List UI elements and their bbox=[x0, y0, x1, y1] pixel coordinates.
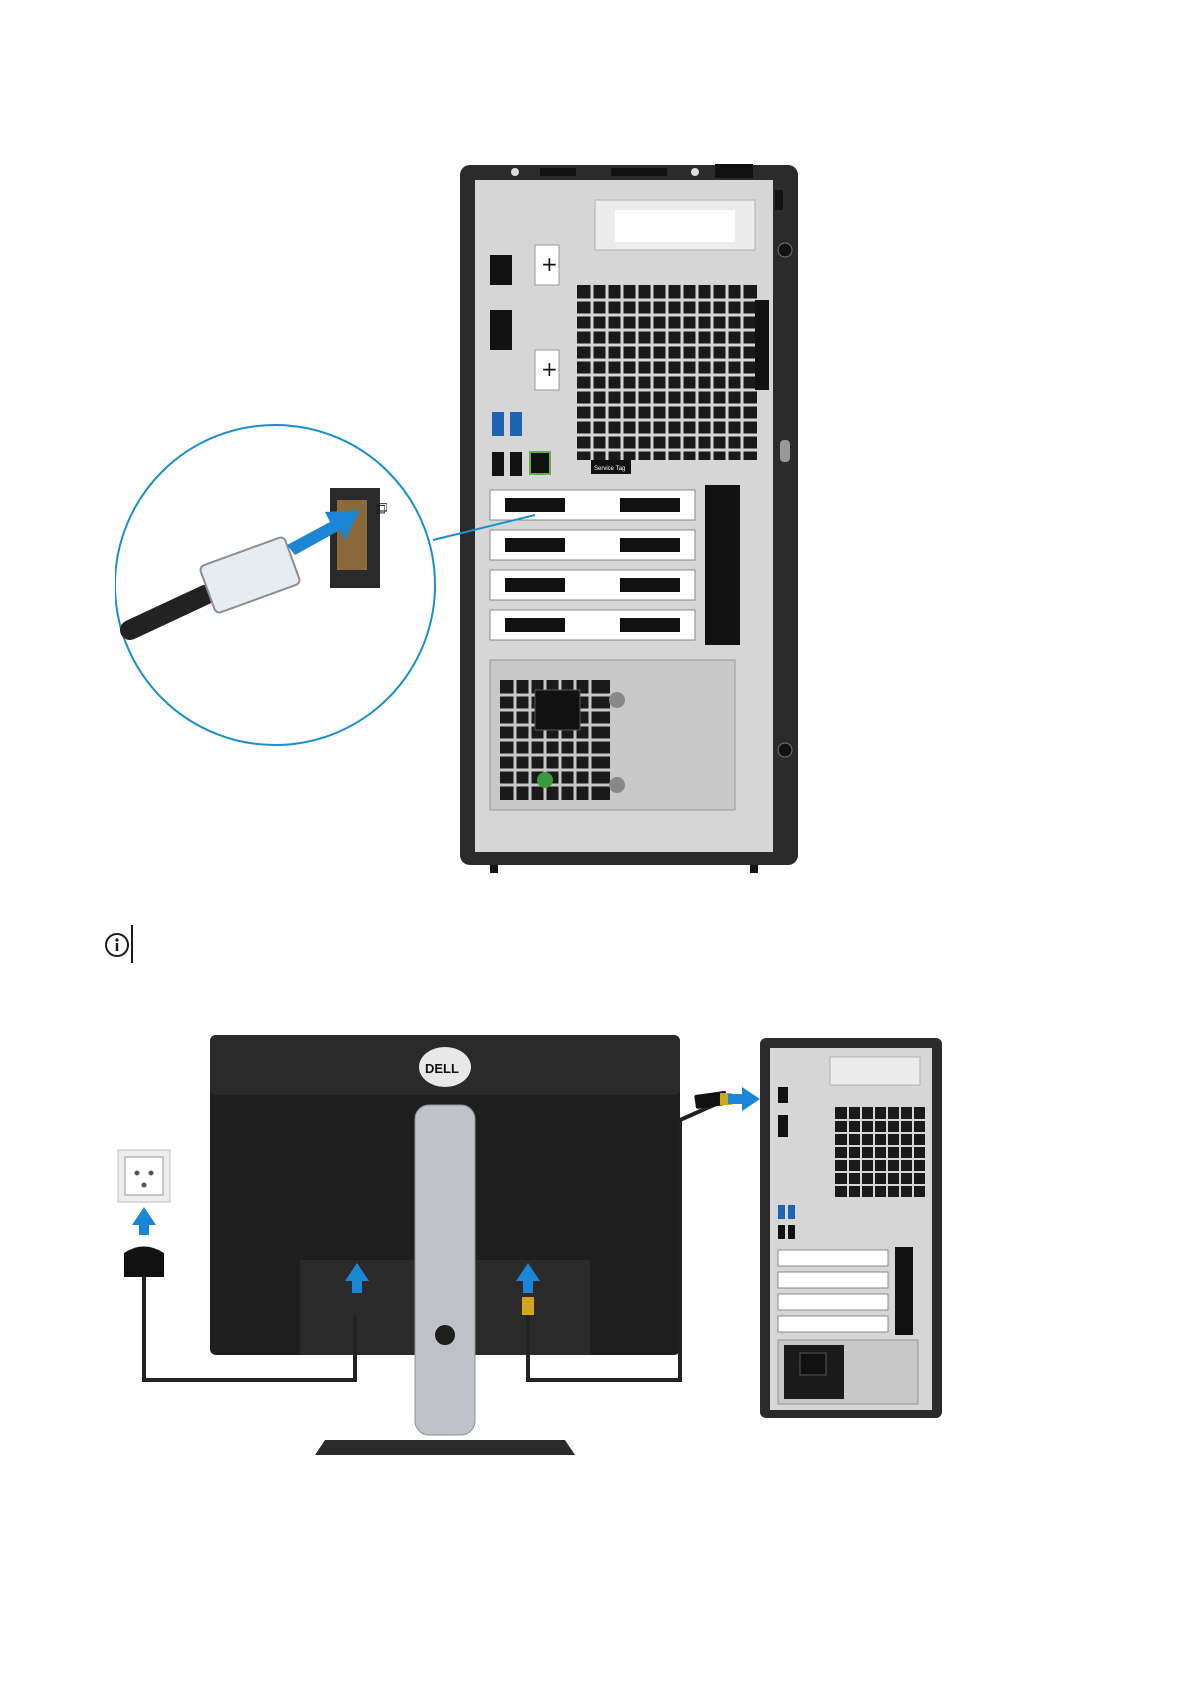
power-inlet bbox=[535, 690, 580, 730]
ethernet-connection-illustration: + + Service Tag bbox=[115, 160, 815, 900]
monitor-stand bbox=[415, 1105, 475, 1435]
note-divider bbox=[131, 925, 133, 963]
service-tag-text: Service Tag bbox=[594, 466, 625, 472]
power-plug bbox=[124, 1247, 164, 1278]
display-connection-illustration: DELL bbox=[110, 1035, 960, 1485]
info-icon bbox=[104, 932, 130, 958]
dell-logo: DELL bbox=[425, 1061, 459, 1076]
computer-hdmi-arrow-icon bbox=[728, 1087, 760, 1111]
svg-text:+: + bbox=[541, 357, 558, 381]
ethernet-port bbox=[530, 452, 550, 474]
power-arrow-icon bbox=[132, 1207, 156, 1235]
network-symbol-icon: ⧉ bbox=[372, 503, 391, 514]
svg-text:+: + bbox=[541, 252, 558, 276]
